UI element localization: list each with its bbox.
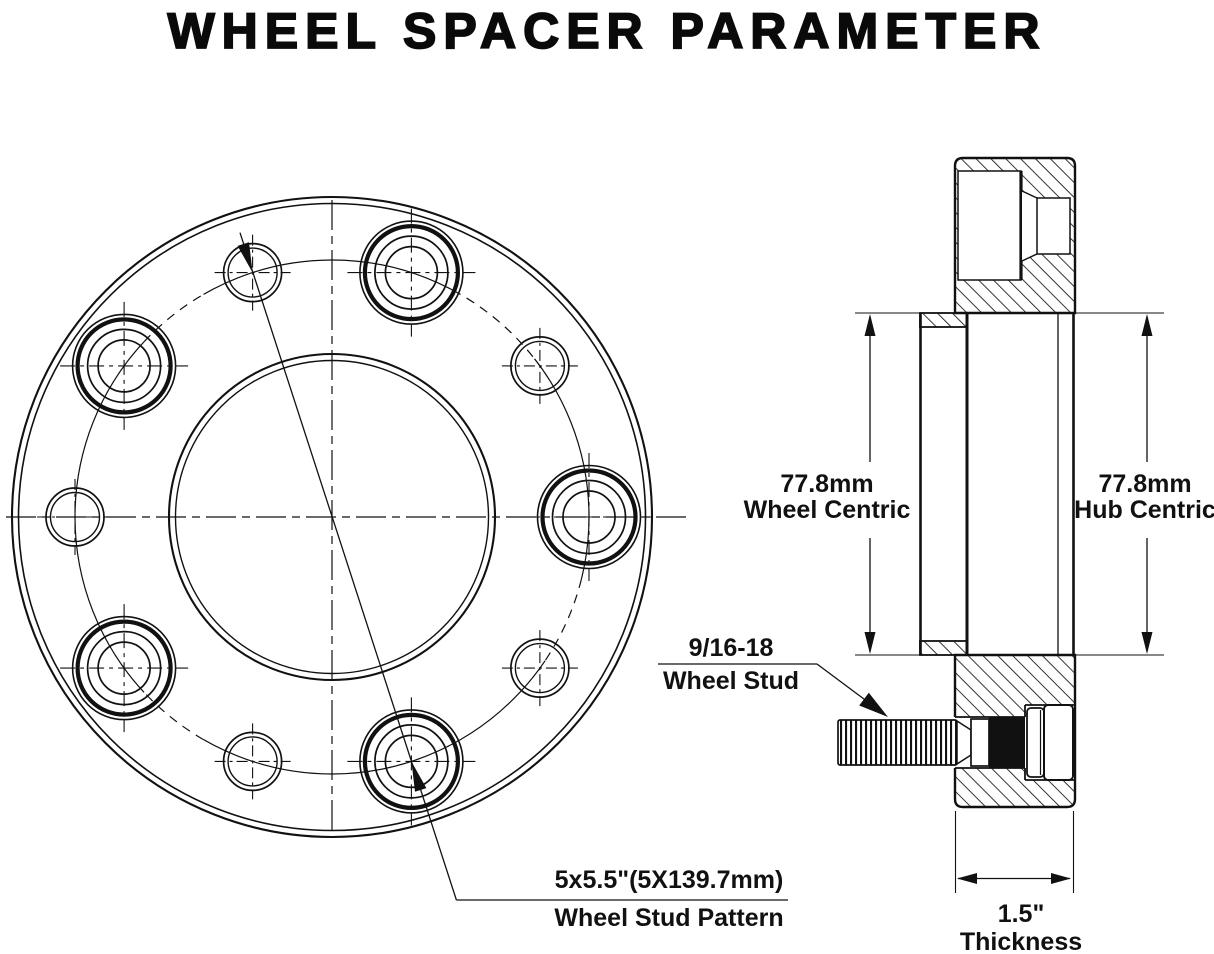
arrowhead xyxy=(1141,314,1153,336)
wheel-stud-label: 9/16-18 Wheel Stud xyxy=(663,635,799,694)
stud-label-leader xyxy=(658,663,888,717)
front-view-drawing xyxy=(6,195,788,901)
thickness-caption: Thickness xyxy=(959,928,1083,954)
wheel-centric-dimension xyxy=(864,314,876,654)
hub-centric-dimension xyxy=(1141,314,1153,654)
wheel-stud xyxy=(837,704,1074,781)
stud-spline xyxy=(989,717,1025,768)
arrowhead xyxy=(864,314,876,336)
thickness-label: 1.5" Thickness xyxy=(960,901,1082,954)
bolt-hole xyxy=(501,327,579,405)
stud-thread-size: 9/16-18 xyxy=(688,634,774,662)
stud-head xyxy=(1043,704,1074,781)
arrowhead xyxy=(957,873,977,884)
arrowhead xyxy=(1141,632,1153,654)
wheel-centric-value: 77.8mm xyxy=(780,470,874,498)
top-section-block xyxy=(953,156,1077,315)
wheel-centric-caption: Wheel Centric xyxy=(743,496,911,524)
stud-hole xyxy=(347,209,475,337)
spacer-body-middle xyxy=(965,313,1075,655)
hub-centric-label: 77.8mm Hub Centric xyxy=(1074,471,1214,523)
hub-centric-caption: Hub Centric xyxy=(1074,496,1214,524)
bolt-hole xyxy=(501,629,579,707)
arrowhead xyxy=(864,632,876,654)
stud-pattern-label: 5x5.5"(5X139.7mm) Wheel Stud Pattern xyxy=(554,867,783,931)
page-title: WHEEL SPACER PARAMETER xyxy=(167,2,1047,60)
thickness-value: 1.5" xyxy=(997,900,1045,928)
thickness-dimension xyxy=(954,811,1075,893)
stud-threads xyxy=(837,719,958,766)
arrowhead xyxy=(1051,873,1071,884)
center-bore-circle xyxy=(167,352,497,682)
wheel-centric-label: 77.8mm Wheel Centric xyxy=(744,471,911,523)
arrowhead xyxy=(411,761,427,792)
stud-pattern-leader xyxy=(237,232,788,901)
side-section-drawing xyxy=(658,156,1164,893)
stud-collar xyxy=(970,718,990,767)
arrowhead xyxy=(859,692,888,717)
arrowhead xyxy=(237,242,253,273)
hub-centric-value: 77.8mm xyxy=(1098,470,1192,498)
stud-caption: Wheel Stud xyxy=(662,667,800,695)
stud-pattern-caption: Wheel Stud Pattern xyxy=(554,904,784,932)
stud-hole xyxy=(525,453,653,581)
wheel-centric-lip xyxy=(919,312,968,656)
stud-head-step xyxy=(1026,707,1045,778)
stud-pattern-value: 5x5.5"(5X139.7mm) xyxy=(554,866,784,894)
bolt-hole xyxy=(213,722,292,801)
